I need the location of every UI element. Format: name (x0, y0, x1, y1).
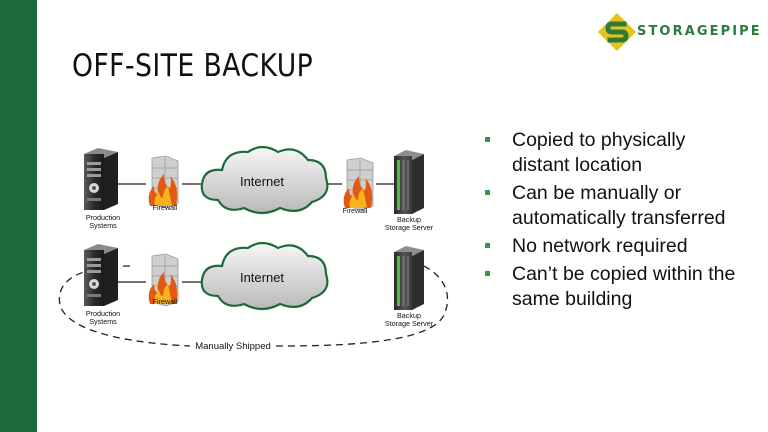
firewall-icon (343, 157, 374, 211)
square-bullet-icon (485, 190, 490, 195)
square-bullet-icon (485, 271, 490, 276)
bullet-text: same building (512, 288, 633, 310)
bullet-text: No network required (512, 235, 688, 257)
production-label: Production (86, 309, 120, 318)
storage-rack-icon (394, 150, 424, 214)
bullet-item: No network required (484, 234, 764, 259)
bullet-item: Copied to physically distant location (484, 128, 764, 178)
bullet-text: Can be manually or (512, 182, 682, 204)
bullet-item: Can be manually or automatically transfe… (484, 181, 764, 231)
green-sidebar (0, 0, 37, 432)
firewall-label: Firewall (153, 297, 178, 306)
storagepipe-logo-icon (598, 13, 636, 51)
backup-label: Backup (397, 215, 421, 224)
square-bullet-icon (485, 243, 490, 248)
brand-name: STORAGEPIPE (637, 24, 762, 39)
bullet-text: distant location (512, 154, 643, 176)
internet-label: Internet (240, 174, 284, 189)
backup-label: Backup (397, 311, 421, 320)
production-label: Systems (89, 317, 117, 326)
shipping-path (275, 257, 449, 347)
bullet-text: automatically transferred (512, 207, 726, 229)
backup-label: Storage Server (385, 223, 434, 232)
backup-label: Storage Server (385, 319, 434, 328)
top-network: Internet Production Systems Firewall Fir… (84, 145, 434, 232)
bottom-network: Internet Production Systems Firewall Bac… (58, 241, 449, 352)
storage-rack-icon (394, 246, 424, 310)
production-label: Production (86, 213, 120, 222)
storagepipe-logo: STORAGEPIPE (597, 12, 763, 52)
firewall-label: Firewall (343, 206, 368, 215)
bullet-text: Can’t be copied within the (512, 263, 736, 285)
firewall-icon (148, 155, 179, 209)
bullet-text: Copied to physically (512, 129, 686, 151)
server-icon (84, 148, 118, 210)
bullet-item: Can’t be copied within the same building (484, 262, 764, 312)
firewall-label: Firewall (153, 203, 178, 212)
square-bullet-icon (485, 137, 490, 142)
server-icon (84, 244, 118, 306)
production-label: Systems (89, 221, 117, 230)
internet-label: Internet (240, 270, 284, 285)
slide-title: OFF-SITE BACKUP (72, 48, 314, 84)
bullet-list: Copied to physically distant location Ca… (484, 128, 764, 315)
manually-shipped-label: Manually Shipped (195, 341, 271, 352)
